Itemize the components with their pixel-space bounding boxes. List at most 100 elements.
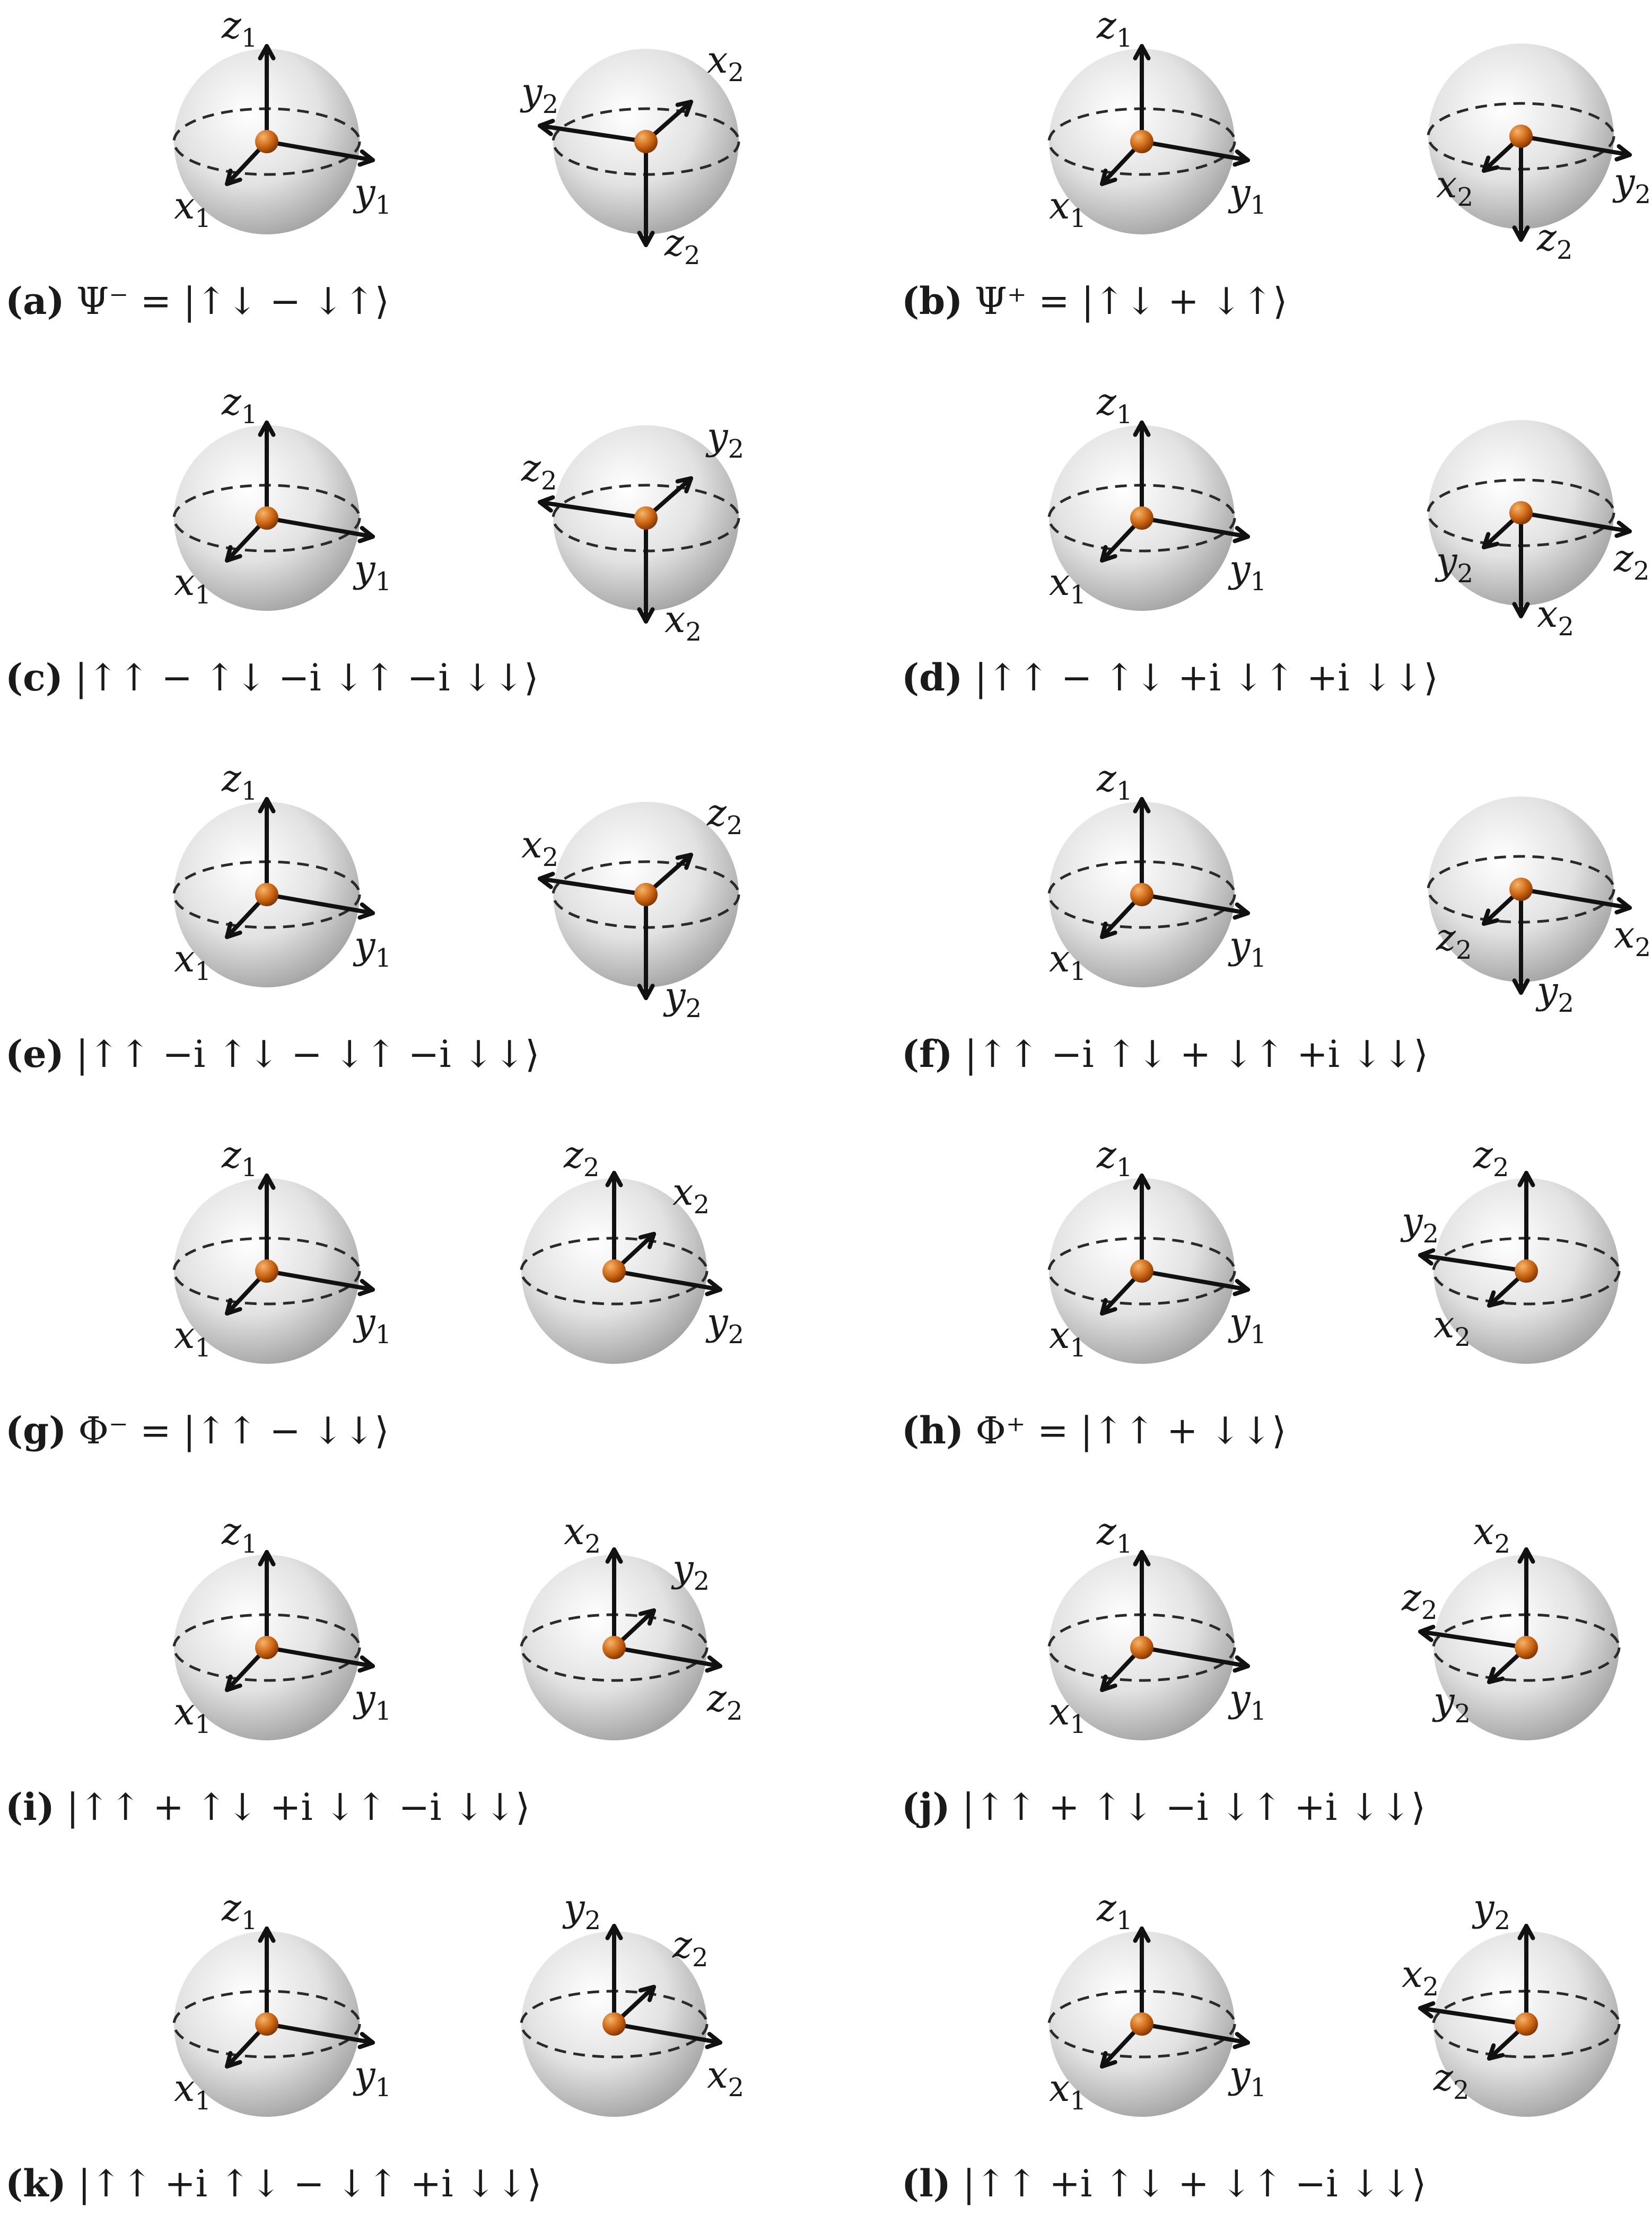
axis-arrow-shaft [265, 516, 375, 539]
panel-caption: (k) |↑↑ +i ↑↓ − ↓↑ +i ↓↓⟩ [5, 2161, 541, 2205]
arrow-head [1512, 978, 1530, 995]
axis-label: z1 [221, 380, 257, 430]
arrow-head [1133, 44, 1151, 60]
axis-label: x1 [174, 560, 211, 610]
axis-label: z1 [1096, 4, 1132, 53]
axis-label: x2 [1473, 1510, 1510, 1559]
axis-arrow-shaft [1418, 1630, 1528, 1650]
axis-label: z1 [1096, 1886, 1132, 1935]
arrow-head [637, 231, 655, 247]
axis-label: z2 [664, 221, 700, 270]
arrow-head [1233, 1278, 1250, 1297]
panel-caption: (g) Φ⁻ = |↑↑ − ↓↓⟩ [5, 1408, 389, 1452]
axis-label: x1 [174, 1690, 211, 1739]
arrow-head [638, 1985, 656, 2002]
spin-dot [1515, 1636, 1538, 1659]
axis-arrow-shaft [1140, 1269, 1250, 1292]
arrow-head [1418, 1248, 1436, 1266]
arrow-head [1614, 520, 1632, 538]
axis-label: x2 [707, 2053, 744, 2103]
arrow-head [357, 525, 375, 544]
axis-label: z1 [1096, 1510, 1132, 1559]
spin-dot [1130, 1636, 1153, 1659]
panel-state: Ψ⁺ = |↑↓ + ↓↑⟩ [974, 279, 1287, 323]
spin-dot [602, 1259, 626, 1283]
arrow-head [1418, 1625, 1436, 1642]
spin-dot [1509, 501, 1533, 524]
panel-state: |↑↑ − ↑↓ +i ↓↑ +i ↓↓⟩ [974, 656, 1438, 699]
axis-label: y2 [1612, 160, 1651, 209]
axis-label: z2 [1473, 1133, 1509, 1183]
axis-arrow-shaft [265, 892, 375, 915]
axis-arrow-shaft [612, 2022, 722, 2045]
arrow-head [675, 100, 693, 117]
axis-label: z2 [1536, 216, 1572, 265]
axis-label: y2 [562, 1886, 601, 1935]
arrow-head [1512, 602, 1530, 618]
panel-label: (e) [5, 1032, 64, 1076]
panel-label: (h) [902, 1408, 964, 1452]
arrow-head [705, 1278, 722, 1297]
arrow-head [637, 607, 655, 624]
axis-label: x1 [1049, 1313, 1086, 1363]
arrow-head [1517, 1171, 1535, 1187]
axis-arrow-shaft [1418, 2006, 1528, 2026]
axis-label: z1 [221, 1886, 257, 1935]
panel-state: Ψ⁻ = |↑↓ − ↓↑⟩ [76, 279, 389, 323]
arrow-head [1133, 1173, 1151, 1190]
arrow-head [258, 421, 276, 437]
spin-dot [602, 2012, 626, 2036]
axis-arrow-shaft [1140, 139, 1250, 162]
axis-arrow-shaft [1519, 887, 1632, 910]
axis-label: x2 [1402, 1952, 1439, 2002]
panel-caption: (i) |↑↑ + ↑↓ +i ↓↑ −i ↓↓⟩ [5, 1785, 530, 1829]
axis-label: x1 [174, 184, 211, 233]
axis-label: y2 [671, 1547, 710, 1596]
arrow-head [1100, 2051, 1117, 2069]
panel-label: (b) [902, 279, 963, 323]
panel-caption: (c) |↑↑ − ↑↓ −i ↓↑ −i ↓↓⟩ [5, 655, 539, 699]
spin-dot [634, 883, 658, 906]
axis-label: y1 [1228, 2053, 1266, 2103]
arrow-head [258, 44, 276, 60]
axis-arrow-shaft [1519, 511, 1632, 533]
panel-caption: (f) |↑↑ −i ↑↓ + ↓↑ +i ↓↓⟩ [902, 1032, 1428, 1076]
arrow-head [605, 1924, 623, 1940]
axis-label: x2 [707, 38, 744, 87]
axis-arrow-shaft [1140, 516, 1250, 539]
arrow-head [225, 1298, 242, 1316]
axis-label: x1 [174, 1313, 211, 1363]
axis-label: y1 [1228, 547, 1266, 597]
arrow-head [638, 1232, 656, 1249]
arrow-head [1482, 155, 1500, 173]
panel-state: |↑↑ −i ↑↓ − ↓↑ −i ↓↓⟩ [76, 1032, 539, 1076]
spin-dot [255, 1636, 278, 1659]
axis-label: y1 [353, 1677, 391, 1726]
axis-label: y2 [663, 974, 702, 1023]
panel-caption: (h) Φ⁺ = |↑↑ + ↓↓⟩ [902, 1408, 1287, 1452]
arrow-head [1418, 2001, 1436, 2019]
arrow-head [637, 984, 655, 1000]
arrow-head [538, 872, 555, 889]
arrow-head [1133, 421, 1151, 437]
axis-label: x1 [1049, 2066, 1086, 2116]
arrow-head [1100, 545, 1117, 563]
axis-label: y1 [353, 1300, 391, 1350]
panel-label: (g) [5, 1408, 66, 1452]
panel-label: (k) [5, 2161, 66, 2205]
